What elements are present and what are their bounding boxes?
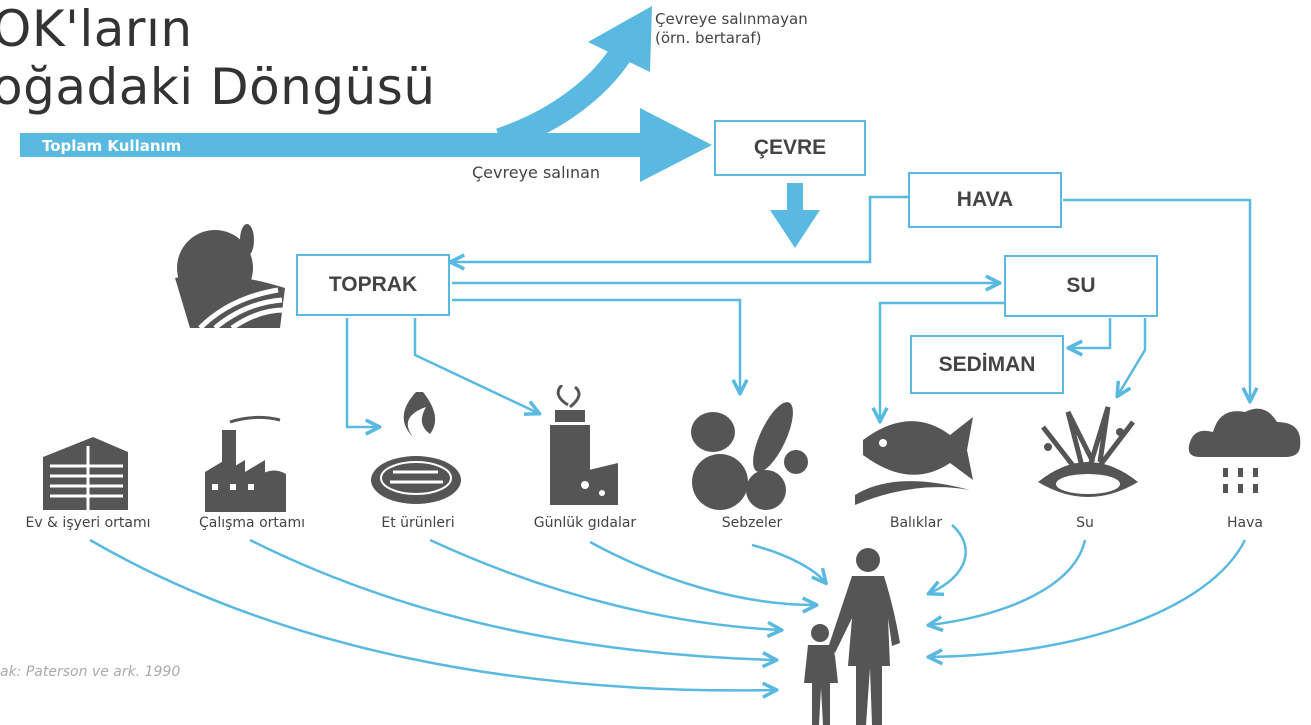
toprak-to-et-arrow: [345, 318, 378, 427]
toprak-to-sebzeler-arrow: [452, 298, 740, 392]
not-released-label: Çevreye salınmayan (örn. bertaraf): [655, 10, 808, 47]
su-to-person-arrow: [930, 539, 1087, 625]
calisma-to-person-arrow: [249, 538, 775, 660]
exposure-label-ev: Ev & işyeri ortamı: [25, 515, 151, 531]
hava-to-person-arrow: [930, 539, 1247, 657]
su-box: SU: [1004, 255, 1158, 317]
dairy-products-icon: [550, 385, 618, 505]
et-to-person-arrow: [429, 538, 780, 630]
hava-to-air-arrow: [1063, 198, 1250, 400]
exposure-label-hava: Hava: [1227, 515, 1263, 531]
people-mother-child-icon: [804, 548, 900, 725]
released-label: Çevreye salınan: [472, 163, 601, 182]
ev-to-person-arrow: [89, 538, 775, 690]
exposure-label-et: Et ürünleri: [381, 515, 455, 531]
cevre-box: ÇEVRE: [714, 120, 866, 176]
source-citation: ak: Paterson ve ark. 1990: [0, 664, 181, 680]
vegetables-icon: [691, 402, 808, 510]
su-to-baliklar-arrow: [880, 301, 1010, 420]
title-line-2: oğadaki Döngüsü: [0, 58, 436, 116]
office-building-icon: [43, 437, 128, 510]
not-released-arrowhead: [588, 6, 652, 72]
su-to-water-arrow: [1118, 318, 1147, 395]
grilled-meat-icon: [371, 392, 461, 504]
cevre-down-arrow: [770, 183, 820, 248]
factory-icon: [205, 415, 286, 512]
gunluk-to-person-arrow: [589, 540, 815, 605]
toprak-to-gunluk-arrow: [413, 318, 538, 413]
not-released-flow: [496, 48, 630, 152]
rain-cloud-icon: [1188, 408, 1301, 493]
exposure-label-baliklar: Balıklar: [889, 515, 943, 531]
sediman-box: SEDİMAN: [910, 335, 1064, 394]
sebzeler-to-person-arrow: [751, 543, 825, 582]
exposure-label-calisma: Çalışma ortamı: [198, 515, 306, 531]
exposure-label-gunluk: Günlük gıdalar: [533, 515, 637, 531]
hava-to-toprak-arrow: [452, 195, 910, 262]
baliklar-to-person-arrow: [930, 524, 967, 593]
exposure-label-sebzeler: Sebzeler: [721, 515, 783, 531]
hava-box: HAVA: [908, 172, 1062, 228]
farm-field-icon: [175, 224, 285, 331]
fish-icon: [855, 417, 973, 505]
water-splash-icon: [1038, 406, 1138, 497]
exposure-label-su: Su: [1076, 515, 1094, 531]
su-to-sediman-arrow: [1070, 318, 1112, 348]
total-use-label: Toplam Kullanım: [42, 137, 182, 155]
toprak-box: TOPRAK: [296, 254, 450, 316]
title-line-1: OK'ların: [0, 0, 193, 58]
